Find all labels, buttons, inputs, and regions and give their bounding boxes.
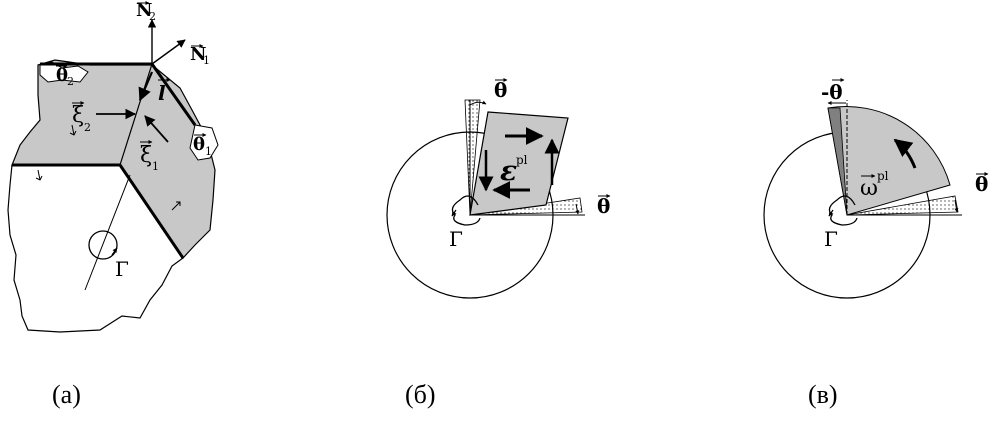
xi1-label: ξ [140, 143, 152, 168]
omega-sup: pl [877, 169, 889, 183]
gamma-circuit-arrow [111, 247, 118, 256]
small-mark-right [171, 201, 181, 211]
theta1-sub: 1 [205, 145, 212, 158]
rotation-sector [827, 105, 951, 216]
panel-a: N 2 N 1 θ 2 θ 1 l ξ 2 ξ 1 Γ [7, 0, 219, 333]
caption-c: (в) [808, 380, 838, 409]
xi1-sub: 1 [152, 160, 159, 173]
panel-b: θ θ ε pl Γ [386, 78, 611, 299]
gamma-circuit-arrow-b [451, 209, 457, 217]
gamma-circuit [88, 230, 118, 260]
xi1-arrow [144, 115, 169, 143]
epsilon-label: ε [500, 154, 517, 187]
theta2-sub: 2 [67, 75, 74, 88]
small-mark-left [35, 169, 43, 181]
gamma-label-b: Γ [449, 227, 463, 251]
xi2-label: ξ [72, 103, 84, 128]
epsilon-sup: pl [516, 153, 528, 167]
caption-a: (а) [52, 380, 81, 409]
n1-vector [151, 39, 186, 65]
theta-top-angle-b [469, 100, 487, 106]
gamma-label-c: Γ [824, 227, 838, 251]
theta-top-label-b: θ [494, 78, 507, 102]
right-edge [150, 63, 197, 126]
rotation-wedge-right-c [846, 195, 959, 216]
dark-wedge [827, 107, 848, 216]
l-label: l [158, 81, 166, 105]
neg-theta-label: -θ [821, 80, 843, 104]
theta-right-label-c: θ [975, 172, 988, 196]
omega-label: ω [860, 176, 878, 201]
theta2-label: θ [56, 65, 68, 86]
theta1-label: θ [193, 134, 205, 155]
grain-boundary-diagonal [118, 164, 185, 259]
gamma-axis-line [84, 174, 131, 291]
n2-sub: 2 [149, 10, 156, 23]
xi2-sub: 2 [84, 121, 91, 134]
gamma-label-a: Γ [115, 257, 129, 281]
l-vector [138, 71, 154, 102]
rotation-wedge-top-b [464, 99, 481, 216]
theta-right-angle-c [954, 199, 959, 213]
grain-lower-region [7, 164, 184, 333]
n1-label: N [190, 44, 206, 65]
notch-right [189, 124, 219, 161]
n1-sub: 1 [203, 54, 210, 67]
omega-rotation-arrow [893, 138, 917, 169]
theta-right-angle-b [575, 203, 580, 215]
caption-b: (б) [405, 380, 436, 409]
theta-right-label-b: θ [597, 194, 610, 218]
gamma-circuit-arrow-c [828, 209, 834, 217]
n2-label: N [136, 0, 152, 21]
panel-c: -θ θ ω pl Γ [763, 78, 989, 299]
small-mark-top [69, 124, 77, 136]
